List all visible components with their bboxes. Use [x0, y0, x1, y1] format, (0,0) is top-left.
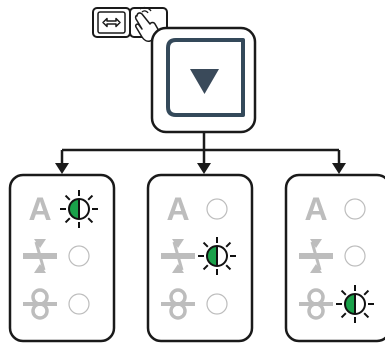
- indicator-row: A: [304, 191, 366, 227]
- swap-arrows-icon: [92, 7, 131, 38]
- indicator-row: [23, 239, 90, 273]
- figure-eight-icon: [161, 288, 195, 320]
- arrow-heads: [55, 163, 346, 174]
- letter-a-symbol: A: [166, 191, 189, 227]
- arrow-down-icon: [190, 69, 219, 94]
- led-on-icon: [198, 237, 236, 275]
- led-off-icon: [206, 198, 228, 220]
- panel-right: A: [284, 173, 385, 343]
- led-on-icon: [336, 285, 374, 323]
- indicator-row: [23, 288, 90, 320]
- indicator-row: [161, 237, 236, 275]
- led-off-icon: [344, 245, 366, 267]
- letter-a-symbol: A: [304, 191, 327, 227]
- indicator-row: [299, 239, 366, 273]
- letter-a-symbol: A: [28, 191, 51, 227]
- indicator-row: [299, 285, 374, 323]
- panel-middle: A: [146, 173, 254, 343]
- connector-lines: [60, 132, 341, 165]
- led-off-icon: [68, 245, 90, 267]
- panel-left: A: [8, 173, 116, 343]
- led-on-icon: [60, 190, 98, 228]
- led-off-icon: [344, 198, 366, 220]
- compression-arrows-icon: [23, 239, 57, 273]
- figure-eight-icon: [299, 288, 333, 320]
- indicator-row: [161, 288, 228, 320]
- indicator-row: A: [28, 190, 98, 228]
- led-off-icon: [206, 293, 228, 315]
- compression-arrows-icon: [161, 239, 195, 273]
- figure-eight-icon: [23, 288, 57, 320]
- indicator-row: A: [166, 191, 228, 227]
- led-off-icon: [68, 293, 90, 315]
- compression-arrows-icon: [299, 239, 333, 273]
- control-button[interactable]: [150, 26, 257, 134]
